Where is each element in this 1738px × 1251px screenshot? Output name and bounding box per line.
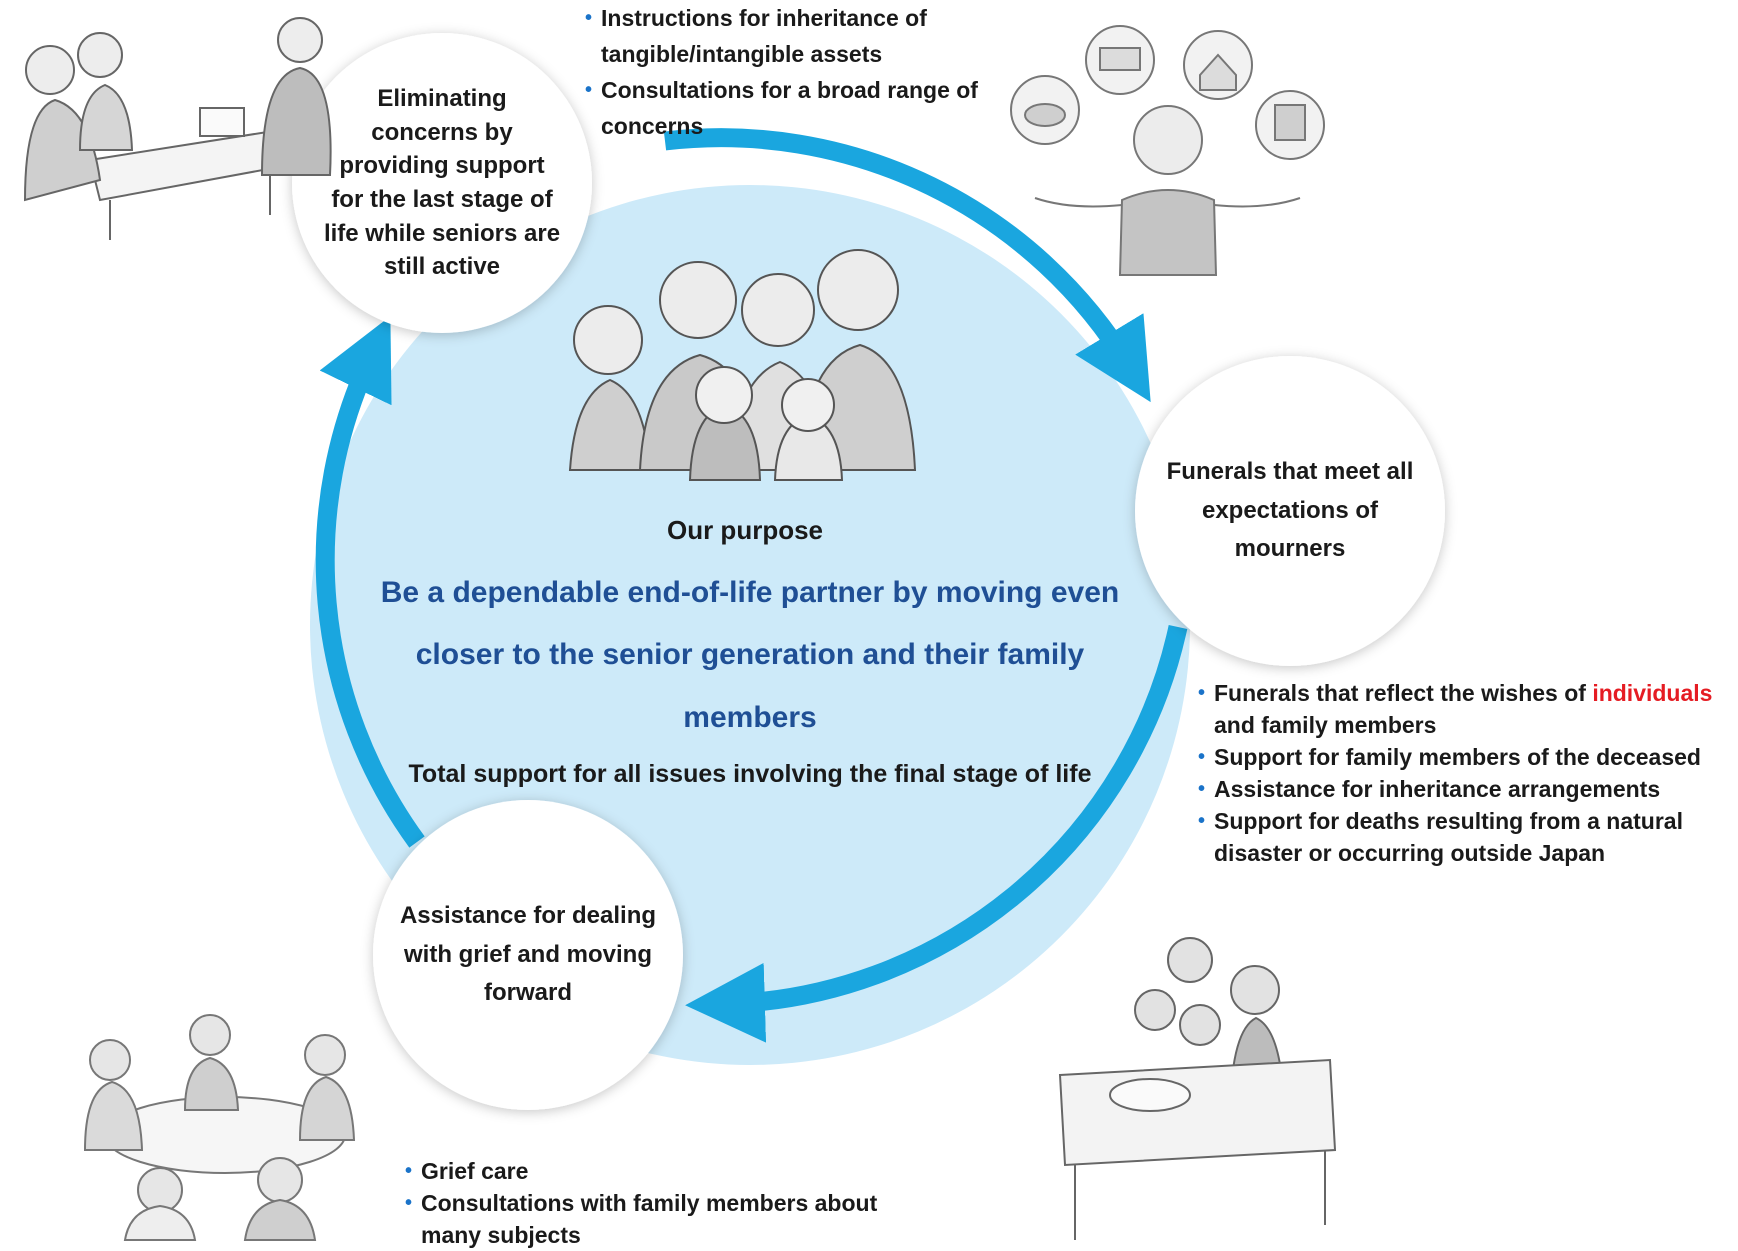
right-bullet-item: • Support for deaths resulting from a na… [1198,805,1733,869]
bullet-text: Support for family members of the deceas… [1214,744,1701,770]
node-circle-bottom [373,800,683,1110]
right-bullet-item: • Support for family members of the dece… [1198,741,1733,773]
bullet-dot-icon: • [405,1160,413,1182]
bullet-text: Consultations with family members about … [421,1190,878,1248]
bullet-dot-icon: • [1198,682,1206,704]
node-label-right: Funerals that meet all expectations of m… [1166,458,1414,563]
node-circle-right [1135,356,1445,666]
right-bullet-item: • Funerals that reflect the wishes of in… [1198,677,1733,741]
bullet-text: Instructions for inheritance of tangible… [601,5,927,67]
bottom-bullet-item: • Consultations with family members abou… [405,1187,905,1251]
bullet-dot-icon: • [1198,810,1206,832]
bottom-bullet-list: • Grief care • Consultations with family… [405,1155,905,1251]
node-label-top: Eliminating concerns by providing suppor… [323,85,561,281]
top-bullet-item: • Instructions for inheritance of tangib… [585,0,1005,72]
arrow-top-to-right [663,128,1151,403]
consultation-meeting-illustration [23,17,332,240]
bullet-dot-icon: • [585,7,593,29]
bullet-dot-icon: • [585,79,593,101]
staff-with-assets-illustration [1010,25,1325,276]
right-bullet-list: • Funerals that reflect the wishes of in… [1198,677,1733,869]
purpose-heading: Our purpose [666,515,823,545]
top-bullet-list: • Instructions for inheritance of tangib… [585,0,1005,144]
purpose-statement-line-1: Be a dependable end-of-life partner by m… [380,576,1120,609]
arrow-bottom-to-top [315,316,425,848]
node-circle-top [292,33,592,333]
right-bullet-item: • Assistance for inheritance arrangement… [1198,773,1733,805]
family-at-coffin-illustration [1058,937,1337,1240]
bullet-dot-icon: • [1198,746,1206,768]
purpose-tagline: Total support for all issues involving t… [408,760,1092,788]
bullet-text: Grief care [421,1158,529,1184]
grief-support-group-illustration [83,1014,356,1241]
bullet-dot-icon: • [1198,778,1206,800]
bullet-text: Consultations for a broad range of conce… [601,77,978,139]
bullet-text: Support for deaths resulting from a natu… [1214,808,1683,866]
bullet-text: Assistance for inheritance arrangements [1214,776,1661,802]
family-group-illustration [568,249,917,481]
purpose-statement-line-2: closer to the senior generation and thei… [415,638,1085,671]
bottom-bullet-item: • Grief care [405,1155,905,1187]
purpose-statement-line-3: members [683,701,817,734]
bullet-text: Funerals that reflect the wishes of indi… [1214,680,1713,738]
highlighted-word: individuals [1592,680,1713,706]
top-bullet-item: • Consultations for a broad range of con… [585,72,1005,144]
node-label-bottom: Assistance for dealing with grief and mo… [399,902,657,1007]
arrow-right-to-bottom [685,624,1188,1043]
bullet-dot-icon: • [405,1192,413,1214]
